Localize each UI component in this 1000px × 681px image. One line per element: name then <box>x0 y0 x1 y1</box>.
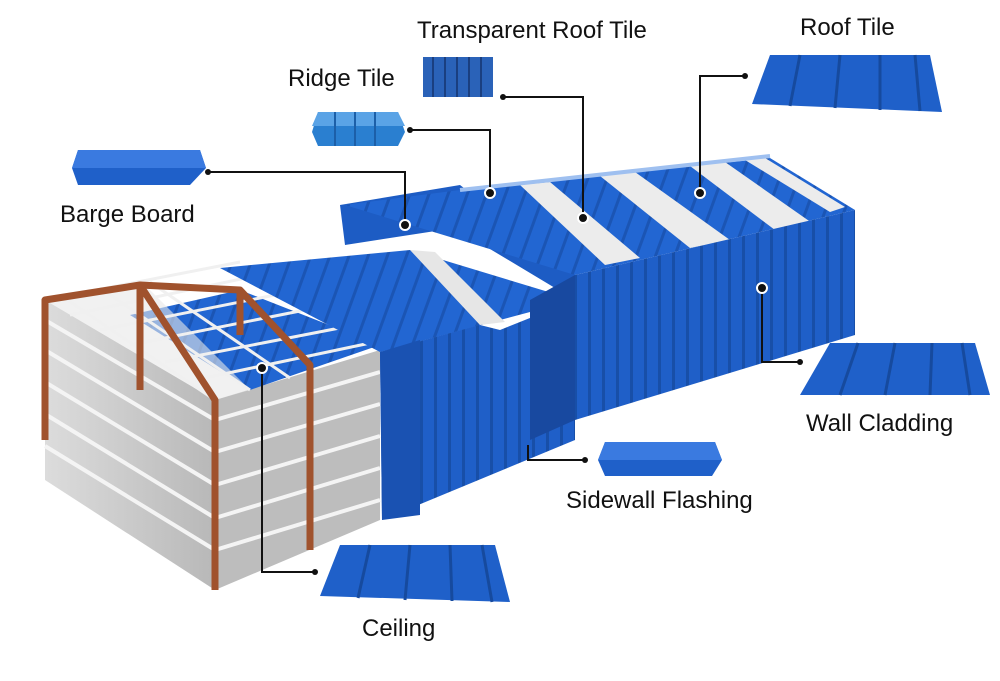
label-roof-tile: Roof Tile <box>800 14 895 41</box>
wall-cladding-leader <box>761 288 800 363</box>
label-sidewall-flashing: Sidewall Flashing <box>566 487 753 514</box>
wall-cladding-sample <box>800 342 990 396</box>
low-side-wall <box>380 300 575 520</box>
label-wall-cladding: Wall Cladding <box>806 410 954 437</box>
ridge-line <box>459 154 771 192</box>
label-transparent-roof-tile: Transparent Roof Tile <box>417 17 647 44</box>
sidewall-flashing-leader <box>527 445 585 461</box>
ceiling-panels <box>130 290 380 390</box>
main-building <box>340 154 855 440</box>
insulation-side-wall <box>45 300 215 590</box>
ridge-tile-leader <box>410 129 491 193</box>
steel-frame <box>41 281 314 590</box>
open-frame-section <box>41 260 381 590</box>
ceiling-sample <box>320 544 510 603</box>
label-ridge-tile: Ridge Tile <box>288 65 395 92</box>
low-roof <box>220 250 575 352</box>
low-ridge-light <box>410 250 505 325</box>
leader-lines <box>208 75 800 573</box>
transparent-roof-tile-leader <box>503 96 584 218</box>
ceiling-leader <box>261 368 315 573</box>
label-barge-board: Barge Board <box>60 201 195 228</box>
barge-board-leader <box>208 171 406 225</box>
transparent-roof-tile-sample <box>423 57 493 97</box>
side-purlins <box>43 318 381 552</box>
sidewall-flashing-sample <box>598 442 722 476</box>
main-corner-wall <box>530 275 575 440</box>
leader-targets <box>205 73 803 575</box>
barge-board-sample <box>72 150 206 185</box>
label-ceiling: Ceiling <box>362 615 436 642</box>
transparent-roof-strips <box>520 158 845 265</box>
low-front-panel <box>380 340 420 520</box>
ridge-tile-sample <box>312 112 405 146</box>
roof-tile-sample <box>752 54 942 112</box>
roof-tile-leader <box>699 75 745 193</box>
low-building <box>220 250 575 520</box>
main-side-wall <box>575 210 855 420</box>
